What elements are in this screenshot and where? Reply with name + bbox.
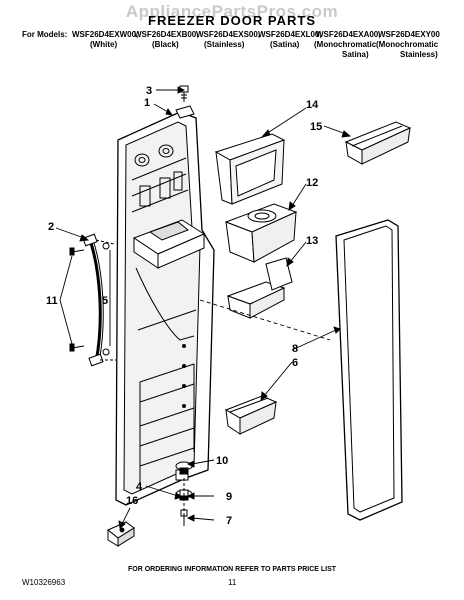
cover-part-13 — [226, 257, 293, 319]
callout-15: 15 — [310, 121, 322, 133]
model-number: WSF26D4EXS00, — [196, 30, 261, 39]
callout-10: 10 — [216, 455, 228, 467]
document-number: W10326963 — [22, 578, 66, 587]
callout-9: 9 — [226, 491, 232, 503]
model-color: Stainless) — [400, 50, 438, 59]
callout-16: 16 — [126, 495, 138, 507]
handle-assembly — [69, 233, 116, 367]
callout-8: 8 — [292, 343, 298, 355]
hinge-bracket-part-16 — [107, 521, 135, 547]
model-color: (Stainless) — [204, 40, 245, 49]
model-color: Satina) — [342, 50, 369, 59]
models-prefix: For Models: — [22, 30, 68, 39]
callout-14: 14 — [306, 99, 319, 111]
top-cap — [175, 105, 195, 119]
callout-2: 2 — [48, 221, 54, 233]
callout-5: 5 — [102, 295, 108, 307]
ordering-note: FOR ORDERING INFORMATION REFER TO PARTS … — [127, 566, 337, 573]
page-title: FREEZER DOOR PARTS — [148, 13, 316, 28]
model-color: (Satina) — [270, 40, 300, 49]
door-liner — [115, 111, 215, 506]
model-number: WSF26D4EXA00, — [316, 30, 381, 39]
callout-12: 12 — [306, 177, 318, 189]
ice-chute-part-12 — [224, 203, 298, 263]
model-number: WSF26D4EXY00 — [378, 30, 440, 39]
model-number: WSF26D4EXB00, — [134, 30, 199, 39]
callout-7: 7 — [226, 515, 232, 527]
callout-3: 3 — [146, 85, 152, 97]
door-bin-part-15 — [344, 121, 412, 165]
callout-13: 13 — [306, 235, 318, 247]
callout-6: 6 — [292, 357, 298, 369]
leader-lines — [55, 86, 352, 529]
dispenser-trim-part-14 — [214, 133, 286, 205]
door-bin-part-6 — [224, 395, 278, 435]
model-color: (Black) — [152, 40, 179, 49]
door-gasket-part-8 — [335, 219, 403, 521]
model-color: (White) — [90, 40, 118, 49]
model-color: (Monochromatic — [314, 40, 377, 49]
watermark: AppliancePartsPros.com — [125, 2, 339, 21]
model-number: WSF26D4EXW00, — [72, 30, 139, 39]
model-number: WSF26D4EXL00, — [258, 30, 322, 39]
callout-11: 11 — [46, 295, 58, 307]
callout-1: 1 — [144, 97, 150, 109]
page-number: 11 — [228, 578, 237, 587]
callout-4: 4 — [136, 481, 143, 493]
model-color: (Monochromatic — [376, 40, 439, 49]
